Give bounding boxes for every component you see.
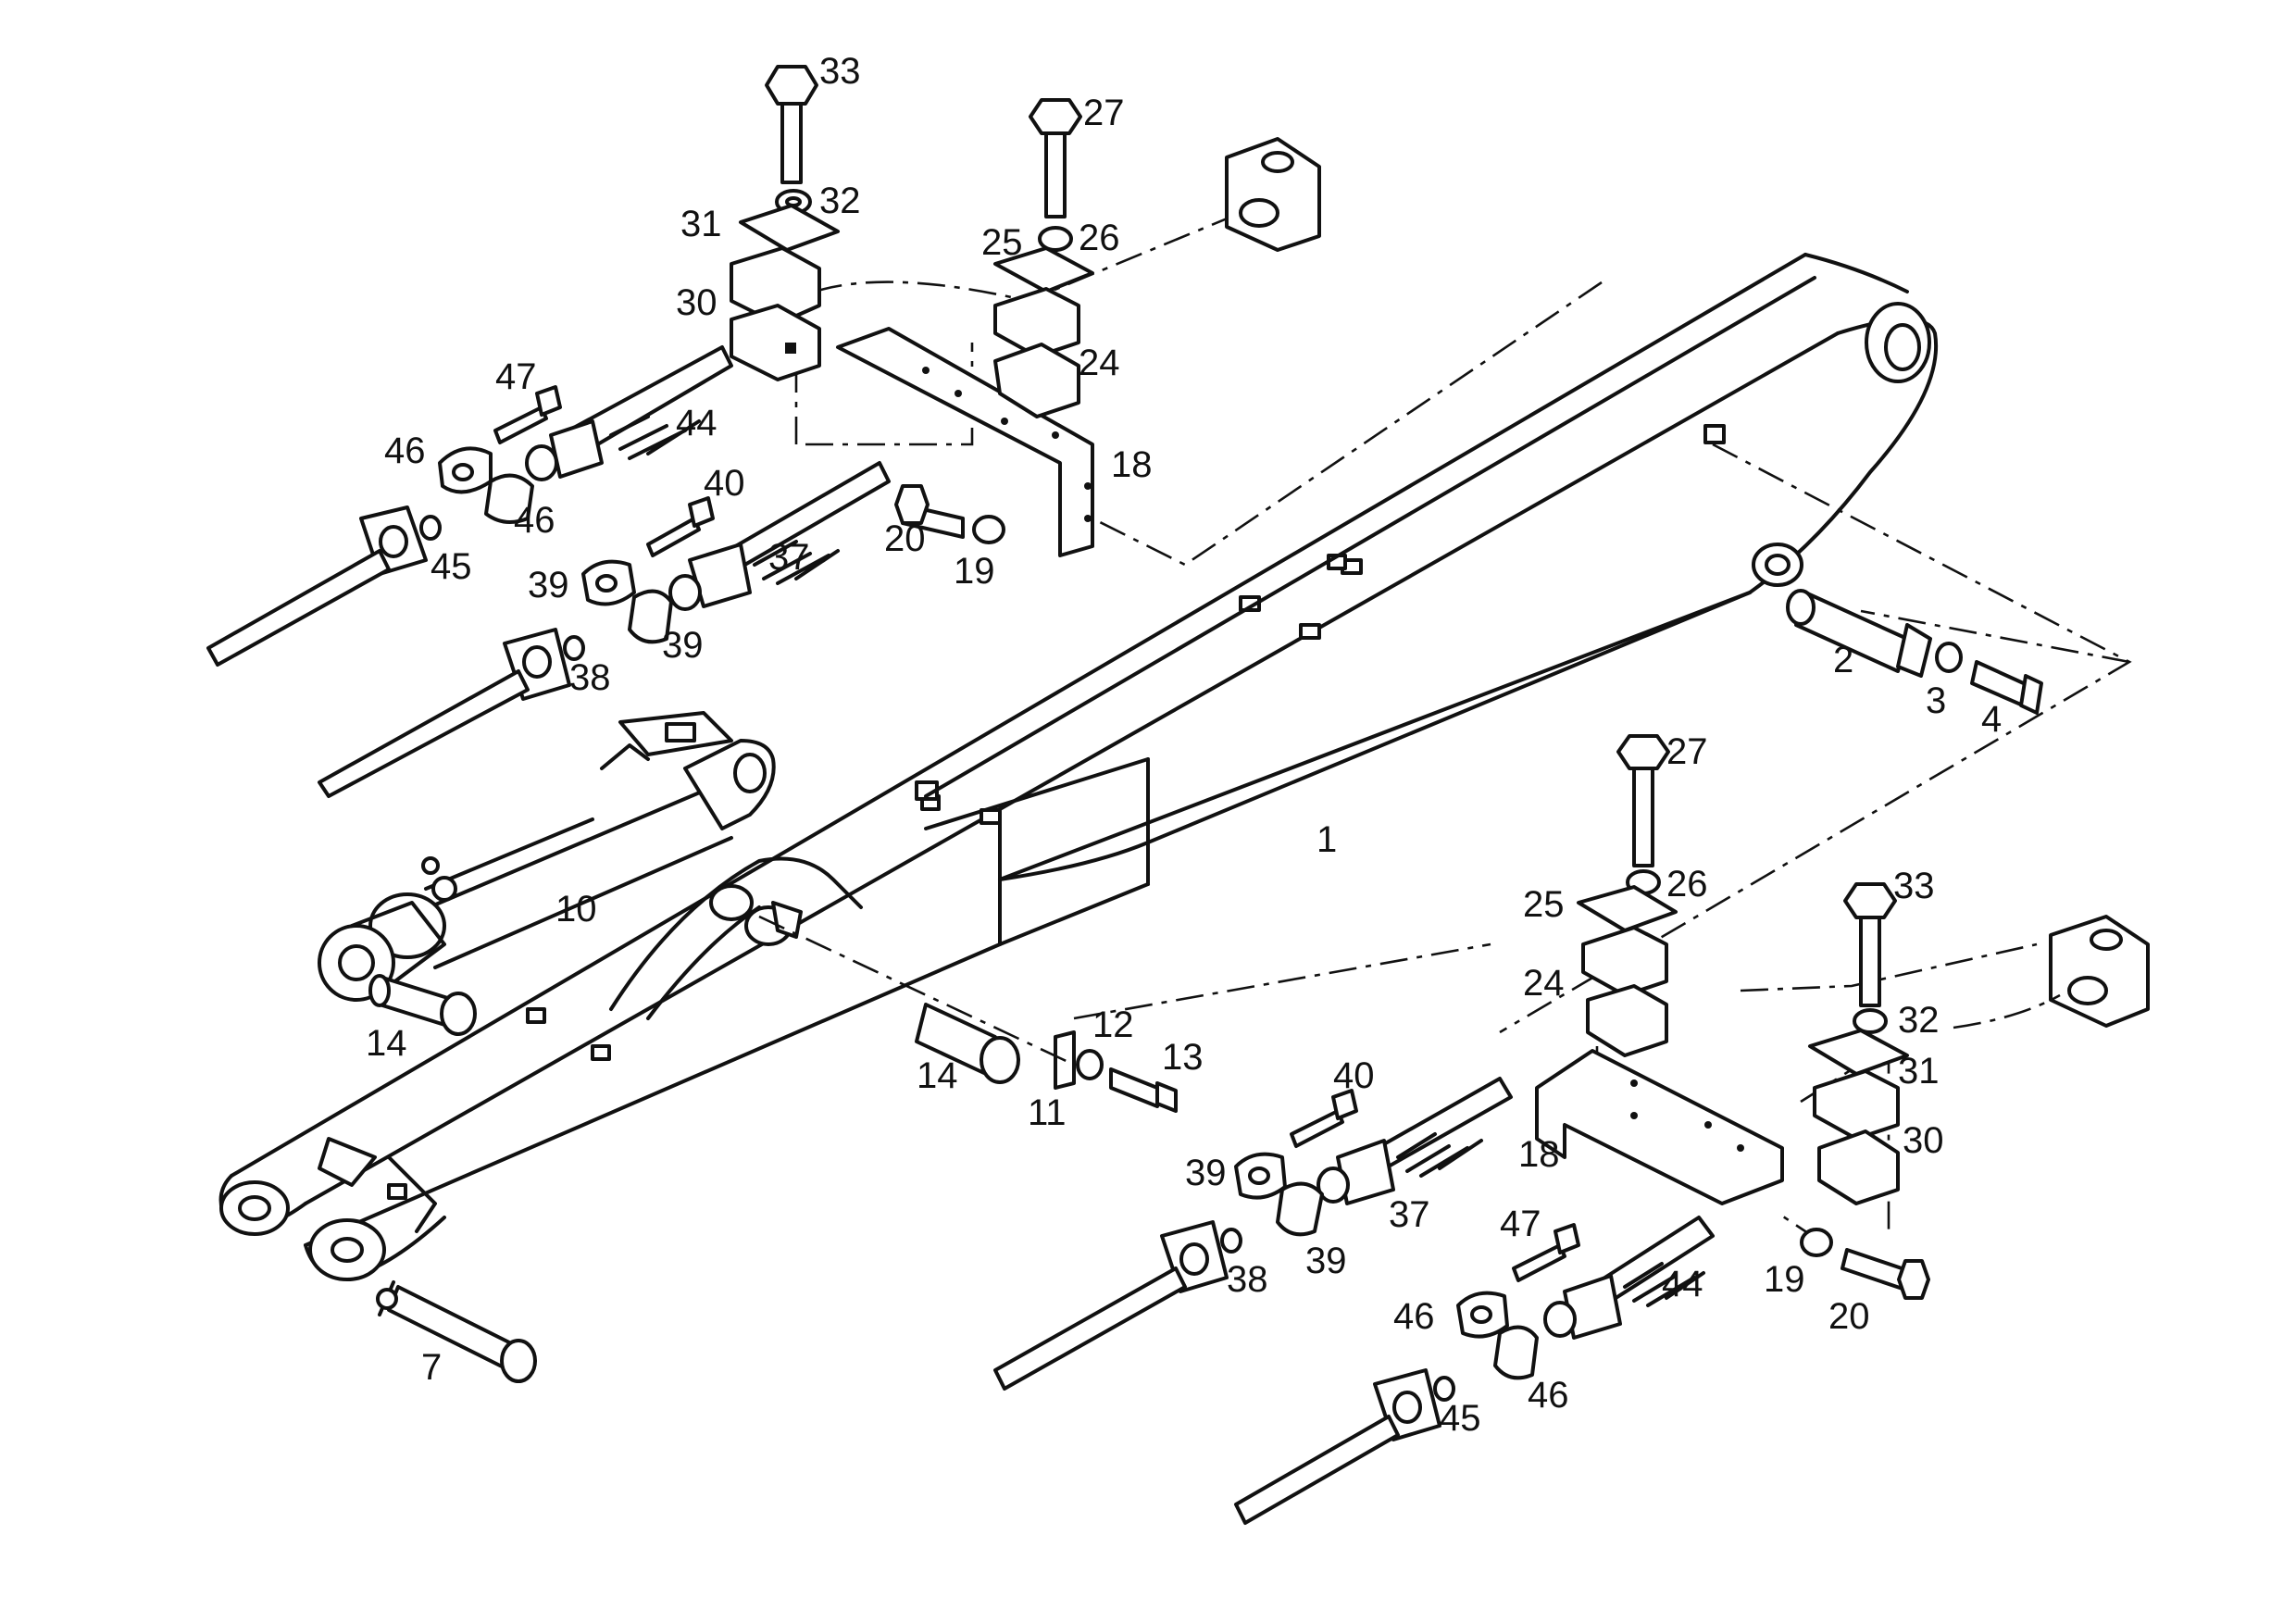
callout-14-left: 14 xyxy=(366,1023,407,1064)
callout-20-bottom: 20 xyxy=(1828,1296,1870,1337)
callout-30-top: 30 xyxy=(676,282,718,323)
callout-33-bottom: 33 xyxy=(1893,866,1935,906)
callout-1: 1 xyxy=(1316,819,1337,860)
callout-14-center: 14 xyxy=(917,1055,958,1096)
callout-44-left: 44 xyxy=(676,403,718,443)
callout-2: 2 xyxy=(1833,640,1853,680)
pin-7 xyxy=(376,1280,537,1383)
callout-46-d: 46 xyxy=(1528,1375,1569,1416)
callout-39-a: 39 xyxy=(528,565,569,605)
callout-38-left: 38 xyxy=(569,657,611,698)
callout-27-top: 27 xyxy=(1083,93,1125,133)
callout-25-bottom: 25 xyxy=(1523,884,1565,925)
callout-45-right: 45 xyxy=(1440,1398,1481,1439)
callout-38-right: 38 xyxy=(1227,1259,1268,1300)
callout-39-b: 39 xyxy=(662,625,704,666)
callout-12: 12 xyxy=(1092,1004,1134,1045)
clamp-group-top-left xyxy=(730,65,1321,557)
callout-24-top: 24 xyxy=(1079,343,1120,383)
pin-14-center xyxy=(915,1003,1178,1113)
callout-13: 13 xyxy=(1162,1037,1204,1078)
callout-44-right: 44 xyxy=(1662,1264,1703,1304)
callout-47-top: 47 xyxy=(495,356,537,397)
callout-26-bottom: 26 xyxy=(1666,864,1708,905)
callout-31-top: 31 xyxy=(680,204,722,244)
callout-45-left: 45 xyxy=(430,546,472,587)
callout-31-bottom: 31 xyxy=(1898,1051,1940,1092)
pin-2-assembly xyxy=(1786,589,2043,715)
callout-18-top: 18 xyxy=(1111,444,1153,485)
boom-arm xyxy=(218,253,1939,1281)
callout-33-top: 33 xyxy=(819,51,861,92)
callout-4: 4 xyxy=(1981,699,2002,740)
pin-14-left xyxy=(368,974,477,1036)
callout-19-top: 19 xyxy=(954,551,995,592)
callout-46-a: 46 xyxy=(384,430,426,471)
callout-37-left: 37 xyxy=(768,537,810,578)
callout-26-top: 26 xyxy=(1079,218,1120,258)
hydraulic-cylinder xyxy=(318,711,776,1002)
callout-10: 10 xyxy=(555,889,597,930)
callout-3: 3 xyxy=(1926,680,1946,721)
callout-40-left: 40 xyxy=(704,463,745,504)
callout-19-bottom: 19 xyxy=(1764,1259,1805,1300)
hoses-right xyxy=(993,1077,1715,1525)
callout-24-bottom: 24 xyxy=(1523,963,1565,1004)
hoses-left xyxy=(206,345,891,798)
callout-11: 11 xyxy=(1028,1092,1067,1133)
callout-32-bottom: 32 xyxy=(1898,1000,1940,1041)
callout-39-c: 39 xyxy=(1185,1153,1227,1193)
callout-25-top: 25 xyxy=(981,222,1023,263)
callout-46-b: 46 xyxy=(514,500,555,541)
callout-32-top: 32 xyxy=(819,181,861,221)
callout-46-c: 46 xyxy=(1393,1296,1435,1337)
callout-40-right: 40 xyxy=(1333,1055,1375,1096)
callout-27-bottom: 27 xyxy=(1666,731,1708,772)
callout-labels: 1 2 3 4 7 10 11 12 13 14 14 18 18 19 19 … xyxy=(366,51,2002,1439)
clamp-group-bottom-right xyxy=(1535,734,2150,1300)
callout-37-right: 37 xyxy=(1389,1194,1430,1235)
callout-39-d: 39 xyxy=(1305,1241,1347,1281)
callout-47-bottom: 47 xyxy=(1500,1204,1541,1244)
callout-30-bottom: 30 xyxy=(1903,1120,1944,1161)
callout-7: 7 xyxy=(421,1347,442,1388)
callout-18-bottom: 18 xyxy=(1518,1134,1560,1175)
callout-20-top: 20 xyxy=(884,518,926,559)
